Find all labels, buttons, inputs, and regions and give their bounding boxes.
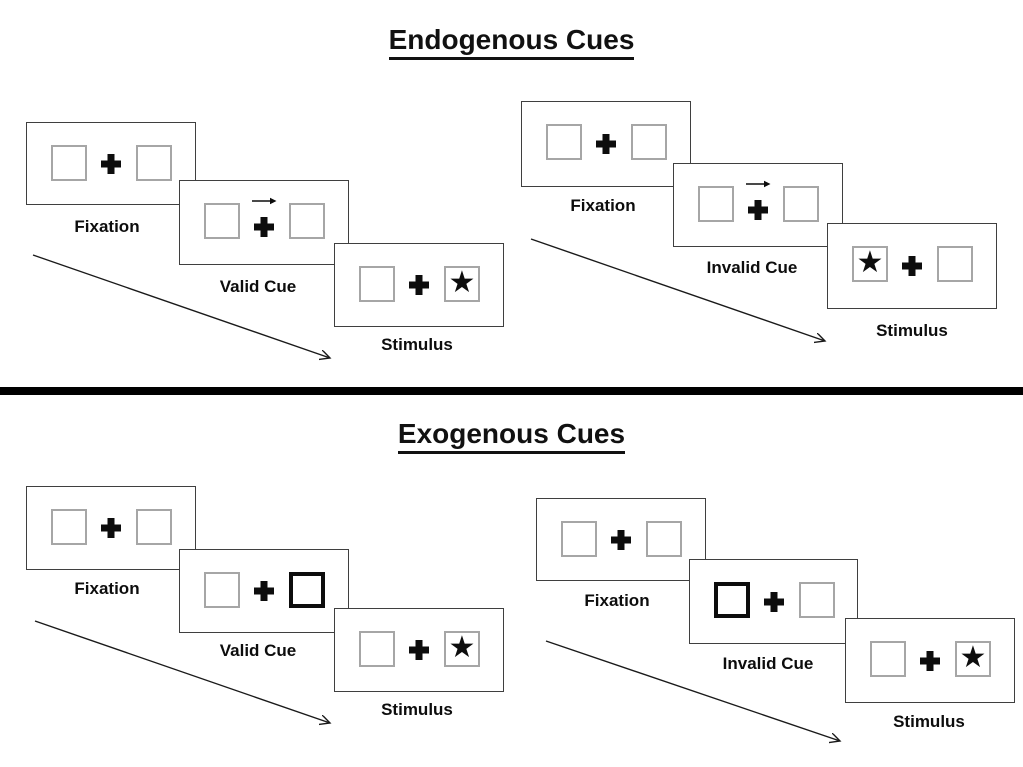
fixation-cross-icon bbox=[920, 651, 940, 671]
right-placeholder-box bbox=[289, 203, 325, 239]
left-placeholder-box bbox=[561, 521, 597, 557]
exogenous-valid-fixation-card bbox=[26, 486, 196, 570]
right-highlighted-cue-box bbox=[289, 572, 325, 608]
exogenous-invalid-stimulus-card: ★ bbox=[845, 618, 1015, 703]
left-placeholder-box bbox=[204, 572, 240, 608]
exogenous-valid-cue-card bbox=[179, 549, 349, 633]
endogenous-valid-cue-card bbox=[179, 180, 349, 265]
target-star-icon: ★ bbox=[959, 640, 987, 675]
exogenous-invalid-cue-card bbox=[689, 559, 858, 644]
endogenous-invalid-stimulus-card: ★ bbox=[827, 223, 997, 309]
fixation-cross-icon bbox=[101, 154, 121, 174]
exogenous-invalid-fixation-card bbox=[536, 498, 706, 581]
left-placeholder-box bbox=[51, 145, 87, 181]
step-label: Valid Cue bbox=[219, 277, 297, 296]
left-placeholder-box bbox=[546, 124, 582, 160]
step-label: Invalid Cue bbox=[706, 258, 798, 277]
fixation-cross-icon bbox=[596, 134, 616, 154]
section-title-exogenous-text: Exogenous Cues bbox=[397, 418, 626, 454]
endogenous-valid-fixation-card bbox=[26, 122, 196, 205]
section-title-exogenous: Exogenous Cues bbox=[0, 418, 1023, 454]
right-placeholder-box bbox=[799, 582, 835, 618]
fixation-cross-icon bbox=[409, 640, 429, 660]
step-label: Stimulus bbox=[893, 712, 965, 731]
right-target-box: ★ bbox=[444, 631, 480, 667]
timeline-arrow-endogenous-valid bbox=[32, 254, 330, 358]
section-title-endogenous-text: Endogenous Cues bbox=[388, 24, 635, 60]
fixation-cross-icon bbox=[902, 256, 922, 276]
exogenous-valid-stimulus-card: ★ bbox=[334, 608, 504, 692]
right-placeholder-box bbox=[631, 124, 667, 160]
step-label: Stimulus bbox=[381, 700, 453, 719]
left-placeholder-box bbox=[359, 631, 395, 667]
left-placeholder-box bbox=[359, 266, 395, 302]
right-target-box: ★ bbox=[955, 641, 991, 677]
endogenous-valid-stimulus-card: ★ bbox=[334, 243, 504, 327]
timeline-arrow-endogenous-invalid bbox=[530, 238, 825, 341]
left-target-box: ★ bbox=[852, 246, 888, 282]
step-label: Fixation bbox=[74, 579, 140, 598]
left-placeholder-box bbox=[204, 203, 240, 239]
target-star-icon: ★ bbox=[448, 630, 476, 665]
timeline-arrow-exogenous-valid bbox=[34, 620, 330, 723]
target-star-icon: ★ bbox=[856, 245, 884, 280]
right-placeholder-box bbox=[937, 246, 973, 282]
section-divider bbox=[0, 387, 1023, 395]
section-title-endogenous: Endogenous Cues bbox=[0, 24, 1023, 60]
right-arrow-cue-icon bbox=[252, 197, 277, 205]
right-placeholder-box bbox=[783, 186, 819, 222]
fixation-cross-icon bbox=[101, 518, 121, 538]
left-highlighted-cue-box bbox=[714, 582, 750, 618]
fixation-cross-icon bbox=[748, 200, 768, 220]
fixation-cross-icon bbox=[611, 530, 631, 550]
step-label: Stimulus bbox=[381, 335, 453, 354]
target-star-icon: ★ bbox=[448, 265, 476, 300]
step-label: Stimulus bbox=[876, 321, 948, 340]
fixation-cross-icon bbox=[254, 217, 274, 237]
right-target-box: ★ bbox=[444, 266, 480, 302]
fixation-cross-icon bbox=[254, 581, 274, 601]
right-placeholder-box bbox=[136, 145, 172, 181]
fixation-cross-icon bbox=[409, 275, 429, 295]
right-arrow-cue-icon bbox=[746, 180, 771, 188]
step-label: Fixation bbox=[74, 217, 140, 236]
step-label: Fixation bbox=[584, 591, 650, 610]
left-placeholder-box bbox=[870, 641, 906, 677]
step-label: Valid Cue bbox=[219, 641, 297, 660]
endogenous-invalid-fixation-card bbox=[521, 101, 691, 187]
step-label: Invalid Cue bbox=[722, 654, 814, 673]
left-placeholder-box bbox=[698, 186, 734, 222]
right-placeholder-box bbox=[136, 509, 172, 545]
endogenous-invalid-cue-card bbox=[673, 163, 843, 247]
right-placeholder-box bbox=[646, 521, 682, 557]
fixation-cross-icon bbox=[764, 592, 784, 612]
step-label: Fixation bbox=[570, 196, 636, 215]
left-placeholder-box bbox=[51, 509, 87, 545]
